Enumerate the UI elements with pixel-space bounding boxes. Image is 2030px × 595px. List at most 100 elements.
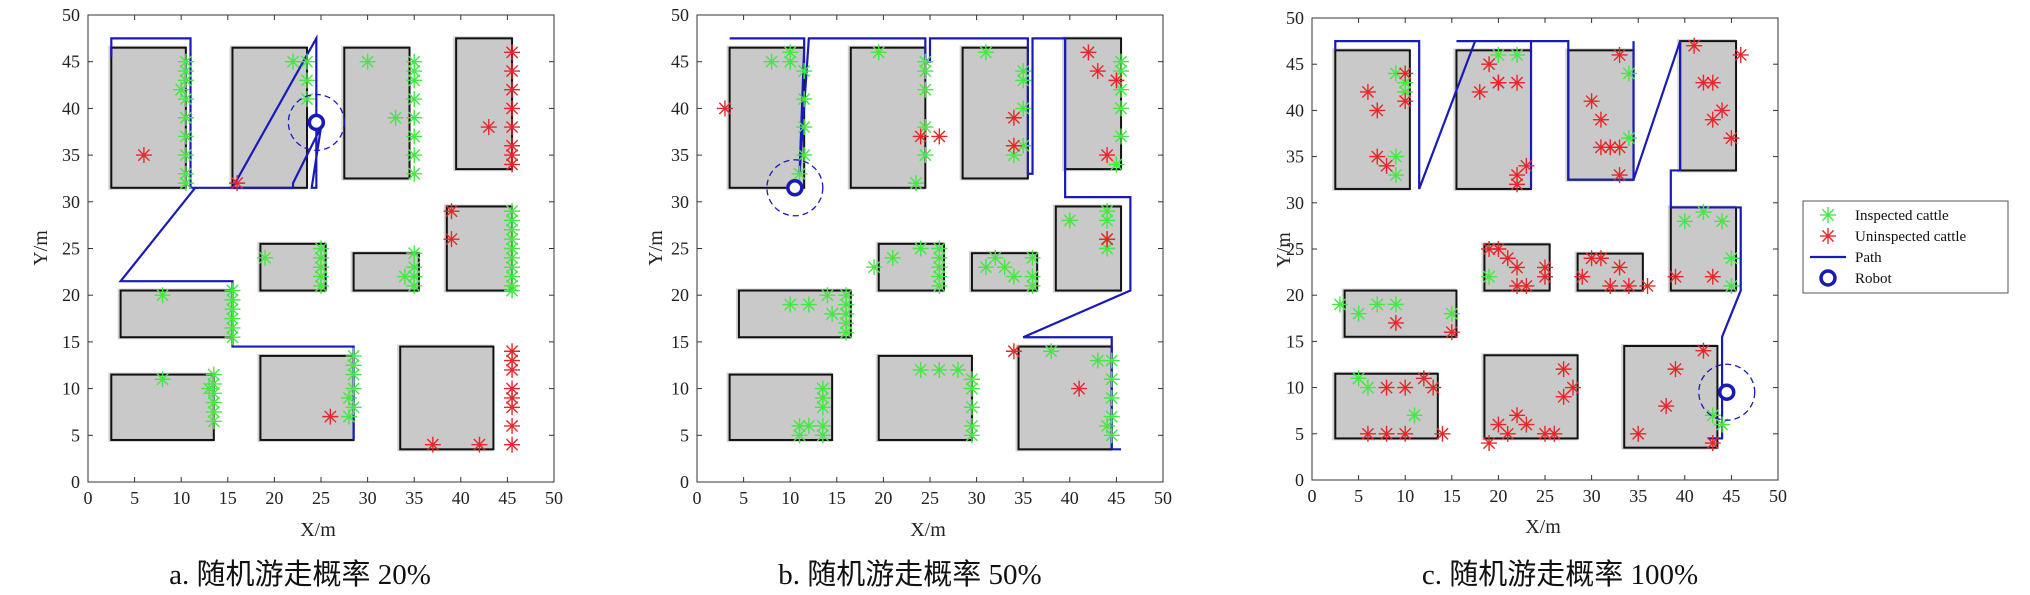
inspected-cattle-point	[931, 240, 948, 257]
y-tick-label: 20	[62, 285, 80, 305]
inspected-cattle-point	[299, 72, 316, 89]
uninspected-cattle-point	[229, 175, 246, 192]
uninspected-cattle-point	[1620, 277, 1637, 294]
uninspected-cattle-point	[1509, 176, 1526, 193]
legend-robot-marker	[1819, 269, 1837, 287]
inspected-cattle-point	[313, 240, 329, 257]
inspected-cattle-point	[1387, 296, 1404, 313]
inspected-cattle-point	[996, 259, 1013, 276]
inspected-cattle-point	[177, 175, 194, 192]
inspected-cattle-point	[866, 259, 883, 276]
inspected-cattle-point	[1113, 100, 1130, 117]
inspected-cattle-point	[387, 109, 404, 126]
inspected-cattle-point	[1103, 389, 1120, 406]
y-tick-label: 50	[62, 5, 80, 25]
inspected-cattle-point	[931, 277, 948, 294]
robot-range	[766, 159, 824, 217]
y-tick-label: 15	[62, 332, 80, 352]
inspected-cattle-point	[963, 399, 980, 416]
uninspected-cattle-point	[1602, 277, 1619, 294]
inspected-cattle-point	[912, 240, 929, 257]
y-tick-label: 25	[1286, 239, 1304, 259]
inspected-cattle-point	[406, 277, 423, 294]
inspected-cattle-point	[340, 389, 357, 406]
x-tick-label: 0	[693, 488, 702, 508]
uninspected-cattle-point	[1471, 83, 1488, 100]
uninspected-cattle-point	[1723, 130, 1740, 147]
inspected-cattle-point	[406, 91, 423, 108]
inspected-cattle-point	[1099, 417, 1116, 434]
uninspected-cattle-point	[1611, 46, 1628, 63]
inspected-cattle-point	[177, 72, 194, 89]
uninspected-cattle-point	[1397, 379, 1414, 396]
inspected-cattle-point	[177, 63, 194, 80]
robot-range	[1698, 363, 1756, 421]
x-tick-label: 10	[1396, 486, 1414, 506]
x-tick-label: 5	[739, 488, 748, 508]
uninspected-cattle-point	[1369, 102, 1386, 119]
pen	[445, 205, 514, 292]
x-tick-label: 50	[1769, 486, 1787, 506]
inspected-cattle-point	[963, 380, 980, 397]
uninspected-cattle-point	[1537, 268, 1553, 285]
inspected-cattle-point	[1005, 268, 1022, 285]
y-tick-label: 10	[671, 379, 689, 399]
uninspected-cattle-point	[1369, 148, 1386, 165]
inspected-cattle-point	[1113, 128, 1130, 145]
uninspected-cattle-point	[1005, 137, 1022, 154]
x-tick-label: 35	[405, 488, 423, 508]
uninspected-cattle-point	[912, 128, 929, 145]
inspected-cattle-point	[504, 249, 521, 266]
inspected-cattle-point	[406, 128, 423, 145]
y-tick-label: 25	[671, 239, 689, 259]
pen	[961, 46, 1029, 180]
y-tick-label: 20	[1286, 285, 1304, 305]
inspected-cattle-point	[763, 53, 780, 70]
inspected-cattle-point	[814, 427, 831, 444]
y-tick-label: 40	[62, 98, 80, 118]
legend-uninspected-marker	[1820, 228, 1836, 244]
uninspected-cattle-point	[504, 389, 521, 406]
inspected-cattle-point	[1103, 408, 1120, 425]
inspected-cattle-point	[908, 175, 925, 192]
uninspected-cattle-point	[135, 147, 152, 164]
uninspected-cattle-point	[1732, 46, 1749, 63]
uninspected-cattle-point	[1481, 56, 1498, 73]
uninspected-cattle-point	[1080, 44, 1097, 61]
inspected-cattle-point	[1620, 65, 1637, 82]
inspected-cattle-point	[824, 305, 841, 322]
x-tick-label: 25	[1536, 486, 1554, 506]
y-tick-label: 10	[1286, 378, 1304, 398]
legend-label: Path	[1855, 250, 1882, 266]
uninspected-cattle-point	[504, 63, 521, 80]
pen	[259, 354, 355, 441]
uninspected-cattle-point	[1555, 361, 1572, 378]
inspected-cattle-point	[1397, 83, 1414, 100]
inspected-cattle-point	[299, 53, 316, 70]
uninspected-cattle-point	[1005, 109, 1022, 126]
y-axis-label: Y/m	[30, 230, 52, 266]
x-tick-label: 0	[84, 488, 93, 508]
x-tick-label: 40	[452, 488, 470, 508]
uninspected-cattle-point	[716, 100, 733, 117]
x-axis-label: X/m	[300, 519, 336, 541]
inspected-cattle-point	[1369, 296, 1386, 313]
uninspected-cattle-point	[1611, 259, 1628, 276]
y-tick-label: 45	[1286, 54, 1304, 74]
inspected-cattle-point	[1509, 46, 1526, 63]
pen	[728, 46, 806, 189]
uninspected-cattle-point	[1704, 435, 1721, 452]
inspected-cattle-point	[345, 366, 362, 383]
inspected-cattle-point	[796, 91, 813, 108]
inspected-cattle-point	[1331, 296, 1348, 313]
y-tick-label: 35	[1286, 147, 1304, 167]
inspected-cattle-point	[224, 301, 241, 318]
inspected-cattle-point	[1481, 268, 1498, 285]
inspected-cattle-point	[257, 249, 274, 266]
x-tick-label: 15	[219, 488, 237, 508]
uninspected-cattle-point	[504, 352, 521, 369]
inspected-cattle-point	[1113, 63, 1130, 80]
y-tick-label: 30	[1286, 193, 1304, 213]
uninspected-cattle-point	[1546, 425, 1563, 442]
